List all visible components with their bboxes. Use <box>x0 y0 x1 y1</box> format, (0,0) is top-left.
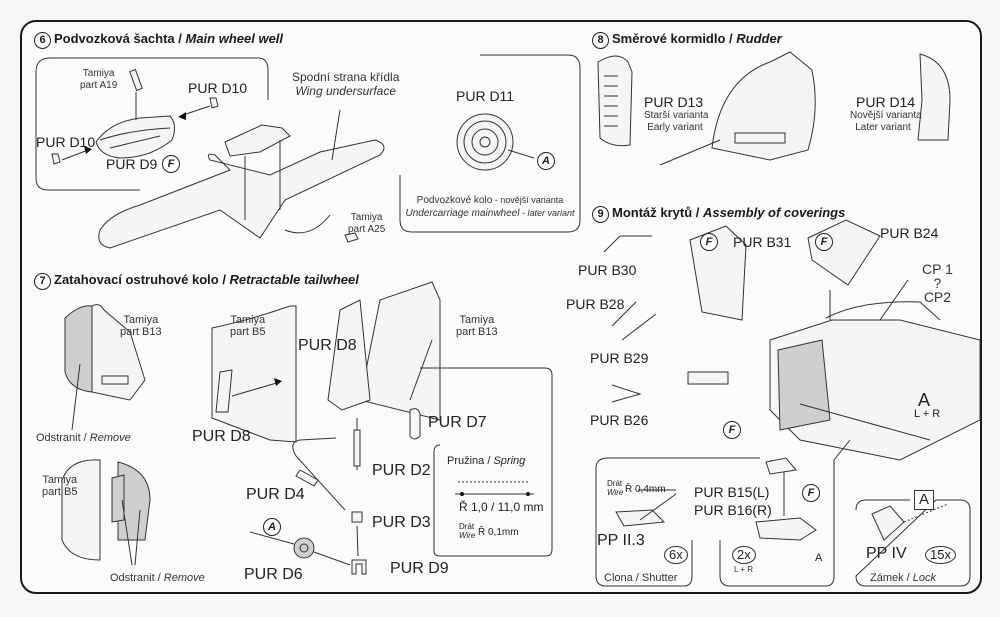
section-7-title-en: Retractable tailwheel <box>229 272 359 287</box>
section-6-title-cz: Podvozková šachta / <box>54 31 186 46</box>
section-8-title-en: Rudder <box>736 31 782 46</box>
f-glue-mark-b24: F <box>815 233 833 251</box>
b15-lr: L + R <box>734 565 754 574</box>
section-9-title-cz: Montáž krytů / <box>612 205 704 220</box>
lock-tag-a: A <box>914 490 934 510</box>
a-mark-s7: A <box>263 518 281 536</box>
label-pur-d11: PUR D11 <box>456 88 515 104</box>
shutter-caption: Clona / Shutter <box>604 572 678 584</box>
label-pur-b16: PUR B16(R) <box>694 502 772 518</box>
shutter-qty-badge: 6x <box>664 546 688 564</box>
spring-wire-dim: Ř 0,1mm <box>478 527 519 538</box>
label-remove-1: Odstranit / Remove <box>36 432 131 444</box>
label-pp-ii3: PP II.3 <box>597 532 645 549</box>
label-pur-d8-center: PUR D8 <box>298 337 357 354</box>
label-pur-d13: PUR D13 <box>644 94 704 110</box>
label-a-lr: L + R <box>914 408 941 420</box>
section-7-number: 7 <box>34 273 51 290</box>
label-pur-d14: PUR D14 <box>856 94 916 110</box>
wheel-description: Podvozkové kolo - novější varianta Under… <box>405 195 575 219</box>
f-glue-mark-b31: F <box>700 233 718 251</box>
section-7-title-cz: Zatahovací ostruhové kolo / <box>54 272 230 287</box>
label-pur-b30: PUR B30 <box>578 262 637 278</box>
label-pur-b31: PUR B31 <box>733 234 792 250</box>
label-pur-d9: PUR D9 <box>106 156 158 172</box>
section-8-number: 8 <box>592 32 609 49</box>
label-remove-2: Odstranit / Remove <box>110 572 205 584</box>
label-pur-b26: PUR B26 <box>590 412 649 428</box>
label-pur-d6: PUR D6 <box>244 566 303 583</box>
b15-qty-badge: 2x <box>732 546 756 564</box>
f-glue-mark-b15: F <box>802 484 820 502</box>
label-pur-d9-tail: PUR D9 <box>390 560 449 577</box>
spring-dimensions: Ř 1,0 / 11,0 mm <box>459 500 544 514</box>
label-pur-d7: PUR D7 <box>428 414 487 431</box>
a-mark-s6: A <box>537 152 555 170</box>
label-cp1-cp2: CP 1?CP2 <box>922 261 953 305</box>
section-9-title-en: Assembly of coverings <box>703 205 846 220</box>
label-a-part: A <box>918 390 931 410</box>
label-pur-d2: PUR D2 <box>372 462 431 479</box>
label-pur-d8-left: PUR D8 <box>192 428 251 445</box>
lock-qty-badge: 15x <box>925 546 956 564</box>
label-pur-b29: PUR B29 <box>590 350 649 366</box>
label-pur-d4: PUR D4 <box>246 486 305 503</box>
spring-title: Pružina / Spring <box>447 455 526 467</box>
label-pur-b28: PUR B28 <box>566 296 625 312</box>
label-pur-d3: PUR D3 <box>372 514 431 531</box>
section-6-number: 6 <box>34 32 51 49</box>
label-pur-d10-left: PUR D10 <box>36 134 96 150</box>
lock-caption: Zámek / Lock <box>870 572 937 584</box>
section-8-title-cz: Směrové kormidlo / <box>612 31 737 46</box>
label-pur-d10-top: PUR D10 <box>188 80 248 96</box>
section-6-title-en: Main wheel well <box>185 31 284 46</box>
shutter-wire-dim: Ř 0,4mm <box>625 484 666 495</box>
label-pur-b15: PUR B15(L) <box>694 484 770 500</box>
label-pur-b24: PUR B24 <box>880 225 939 241</box>
f-glue-mark-s6: F <box>162 155 180 173</box>
section-9-number: 9 <box>592 206 609 223</box>
b15-a-label: A <box>815 552 823 564</box>
f-glue-mark-cockpit: F <box>723 421 741 439</box>
label-pp-iv: PP IV <box>866 545 907 562</box>
